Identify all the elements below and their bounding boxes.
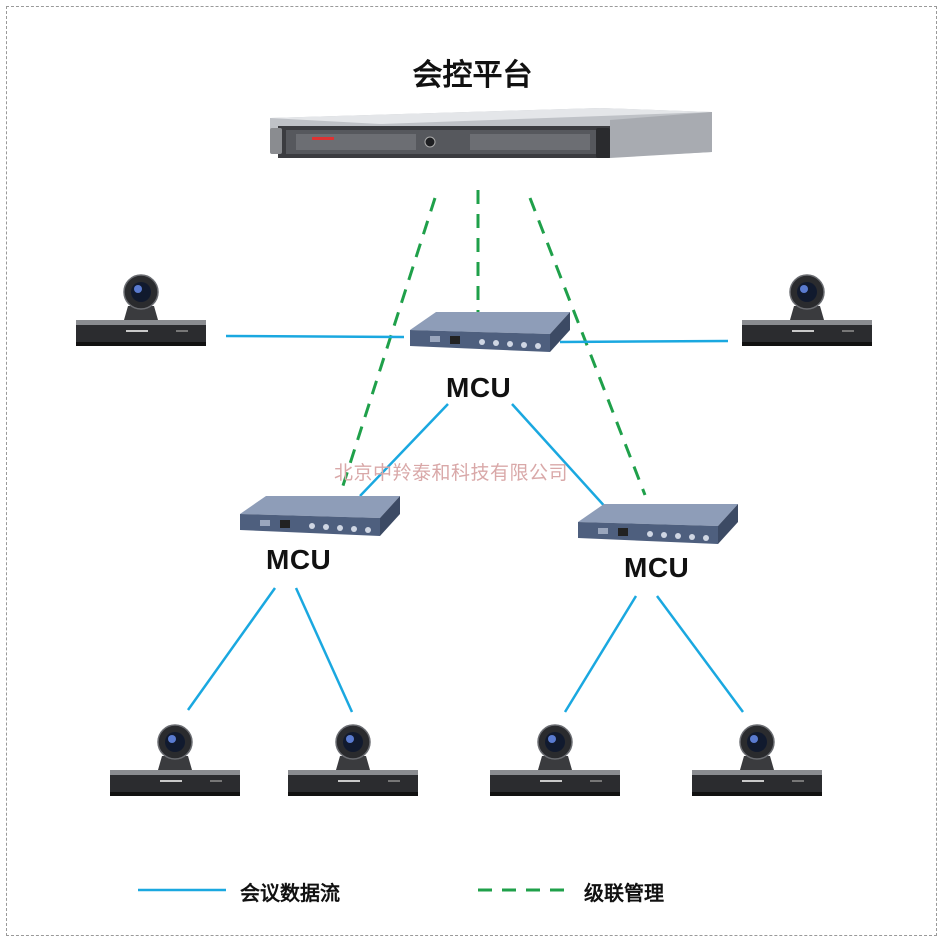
video-conference-terminal-icon bbox=[691, 724, 823, 797]
data-line-terminal-1 bbox=[186, 587, 277, 711]
platform-title: 会控平台 bbox=[412, 58, 533, 93]
data-line-terminal-2 bbox=[294, 587, 354, 713]
mcu-label-top: MCU bbox=[446, 372, 512, 403]
video-conference-terminal-icon bbox=[741, 274, 873, 347]
video-conference-terminal-icon bbox=[489, 724, 621, 797]
data-line-mcu-right bbox=[511, 403, 609, 511]
data-line-terminal-4 bbox=[655, 595, 745, 713]
legend-cascade-label: 级联管理 bbox=[584, 881, 664, 905]
diagram-frame bbox=[6, 6, 937, 936]
cascade-line-right bbox=[528, 197, 647, 496]
legend-data-flow-label: 会议数据流 bbox=[240, 881, 340, 905]
data-line-mcu-left bbox=[359, 403, 449, 497]
video-conference-terminal-icon bbox=[109, 724, 241, 797]
mcu-label-right: MCU bbox=[624, 552, 690, 583]
data-flow-lines bbox=[186, 334, 745, 713]
mcu-device-icon bbox=[410, 312, 570, 352]
mcu-label-left: MCU bbox=[266, 544, 332, 575]
data-line-terminal-3 bbox=[563, 595, 638, 713]
rack-server-icon bbox=[270, 108, 712, 158]
data-line-right-terminal bbox=[559, 339, 729, 344]
cascade-lines bbox=[338, 190, 647, 496]
data-line-left-terminal bbox=[225, 334, 405, 339]
mcu-device-icon bbox=[578, 504, 738, 544]
video-conference-terminal-icon bbox=[75, 274, 207, 347]
video-conference-terminal-icon bbox=[287, 724, 419, 797]
watermark: 北京中羚泰和科技有限公司 bbox=[334, 462, 569, 484]
cascade-line-left bbox=[338, 197, 437, 496]
mcu-device-icon bbox=[240, 496, 400, 536]
